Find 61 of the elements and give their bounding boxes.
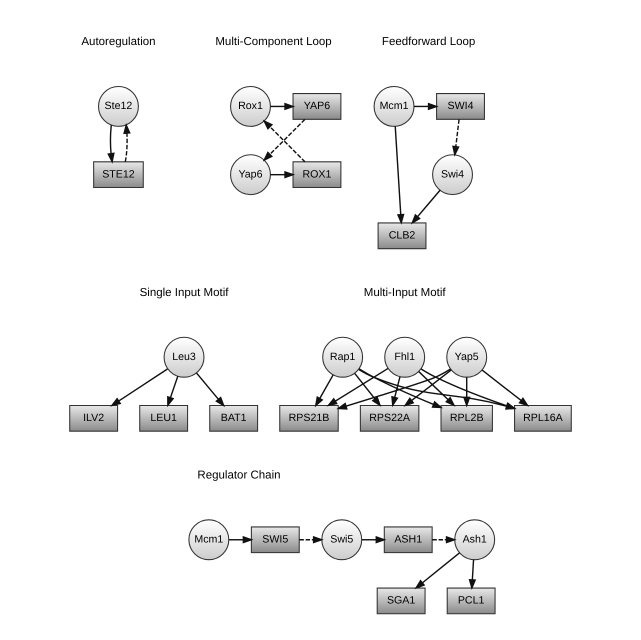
arrow xyxy=(414,552,460,590)
node-circle: Yap5 xyxy=(446,336,488,378)
label: Regulator Chain xyxy=(197,470,281,482)
node-box: RPS22A xyxy=(360,404,420,432)
arrow xyxy=(196,372,226,408)
label: Autoregulation xyxy=(81,36,156,48)
node-circle: Rap1 xyxy=(322,336,364,378)
arrow xyxy=(418,371,456,407)
arrow xyxy=(432,536,457,544)
arrow xyxy=(107,125,115,164)
node-box: RPL16A xyxy=(514,404,572,432)
node-box: SGA1 xyxy=(376,588,426,614)
label: Single Input Motif xyxy=(140,286,228,299)
label: Multi-Component Loop xyxy=(215,36,332,48)
arrow xyxy=(326,368,388,407)
node-circle: Yap6 xyxy=(230,154,271,196)
arrow xyxy=(354,372,382,407)
node-box: PCL1 xyxy=(446,588,496,614)
node-circle: Mcm1 xyxy=(188,519,230,560)
node-circle: Swi5 xyxy=(321,519,362,560)
arrow xyxy=(391,376,401,408)
node-box: SWI5 xyxy=(250,526,300,554)
arrow xyxy=(394,126,404,225)
node-box: CLB2 xyxy=(378,222,426,250)
arrow xyxy=(358,368,443,408)
node-circle: Ash1 xyxy=(454,519,496,560)
arrow xyxy=(404,370,452,407)
node-box: ROX1 xyxy=(292,161,342,188)
arrow xyxy=(299,536,324,544)
node-box: STE12 xyxy=(93,161,144,188)
arrow xyxy=(468,560,476,590)
arrow xyxy=(410,190,441,224)
node-box: YAP6 xyxy=(292,93,342,120)
label: Multi-Input Motif xyxy=(364,286,446,299)
node-circle: Swi4 xyxy=(432,154,473,196)
node-box: BAT1 xyxy=(209,404,258,432)
node-box: SWI4 xyxy=(436,93,485,120)
node-circle: Leu3 xyxy=(164,336,204,378)
arrow xyxy=(110,368,168,407)
arrow xyxy=(336,368,451,410)
arrow xyxy=(452,119,460,157)
node-box: ILV2 xyxy=(69,404,118,432)
node-box: RPS21B xyxy=(279,404,339,432)
arrow xyxy=(362,536,386,544)
arrow xyxy=(270,170,296,178)
node-circle: Mcm1 xyxy=(374,86,415,127)
arrow xyxy=(314,374,334,408)
arrow xyxy=(462,377,470,408)
node-circle: Fhl1 xyxy=(384,336,426,378)
arrow xyxy=(482,370,530,407)
arrow xyxy=(270,102,296,110)
node-box: LEU1 xyxy=(139,404,188,432)
arrow xyxy=(414,102,439,110)
arrow xyxy=(167,376,178,408)
arrow xyxy=(228,536,254,544)
node-box: RPL2B xyxy=(440,404,493,432)
node-circle: Ste12 xyxy=(98,86,139,127)
label: Feedforward Loop xyxy=(382,36,476,48)
node-box: ASH1 xyxy=(384,526,433,554)
node-circle: Rox1 xyxy=(230,86,271,127)
arrow xyxy=(123,123,131,162)
